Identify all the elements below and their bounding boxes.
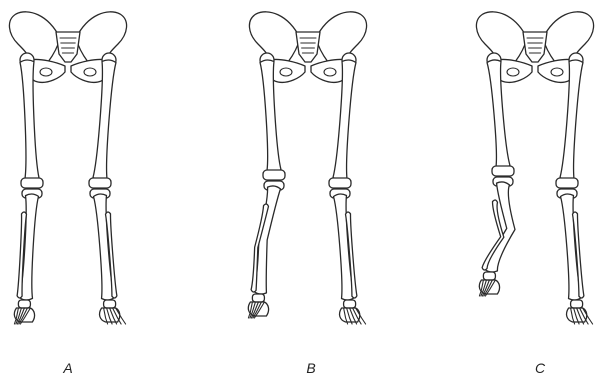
sacrum — [56, 32, 80, 62]
ilium-left — [9, 12, 60, 62]
knee-femur-condyle — [89, 178, 111, 188]
foot — [479, 272, 499, 296]
leg-right — [329, 60, 366, 324]
ilium-left — [476, 12, 527, 62]
ankle-bone — [104, 300, 116, 308]
ilium-right — [76, 12, 127, 62]
panel-label-b: B — [291, 360, 331, 376]
foot — [248, 294, 268, 318]
leg-right — [556, 60, 593, 324]
skeleton-a — [9, 12, 126, 324]
skeleton-c — [476, 12, 593, 324]
ilium-right — [316, 12, 367, 62]
foot — [14, 300, 34, 324]
ilium-left — [249, 12, 300, 62]
panel-label-a: A — [48, 360, 88, 376]
skeleton-b — [248, 12, 366, 324]
panel-label-c: C — [520, 360, 560, 376]
ankle-bone — [252, 294, 264, 302]
leg-right — [89, 60, 126, 324]
foot — [100, 300, 126, 324]
knee-femur-condyle — [492, 166, 514, 176]
ankle-bone — [18, 300, 30, 308]
ankle-bone — [344, 300, 356, 308]
leg-left — [14, 60, 43, 324]
ankle-bone — [571, 300, 583, 308]
knee-femur-condyle — [329, 178, 351, 188]
foot — [567, 300, 593, 324]
leg-left — [479, 60, 515, 296]
sacrum — [523, 32, 547, 62]
knee-femur-condyle — [556, 178, 578, 188]
knee-femur-condyle — [21, 178, 43, 188]
ilium-right — [543, 12, 594, 62]
foot — [340, 300, 366, 324]
knee-femur-condyle — [263, 170, 285, 180]
ankle-bone — [483, 272, 495, 280]
sacrum — [296, 32, 320, 62]
leg-left — [248, 60, 285, 318]
